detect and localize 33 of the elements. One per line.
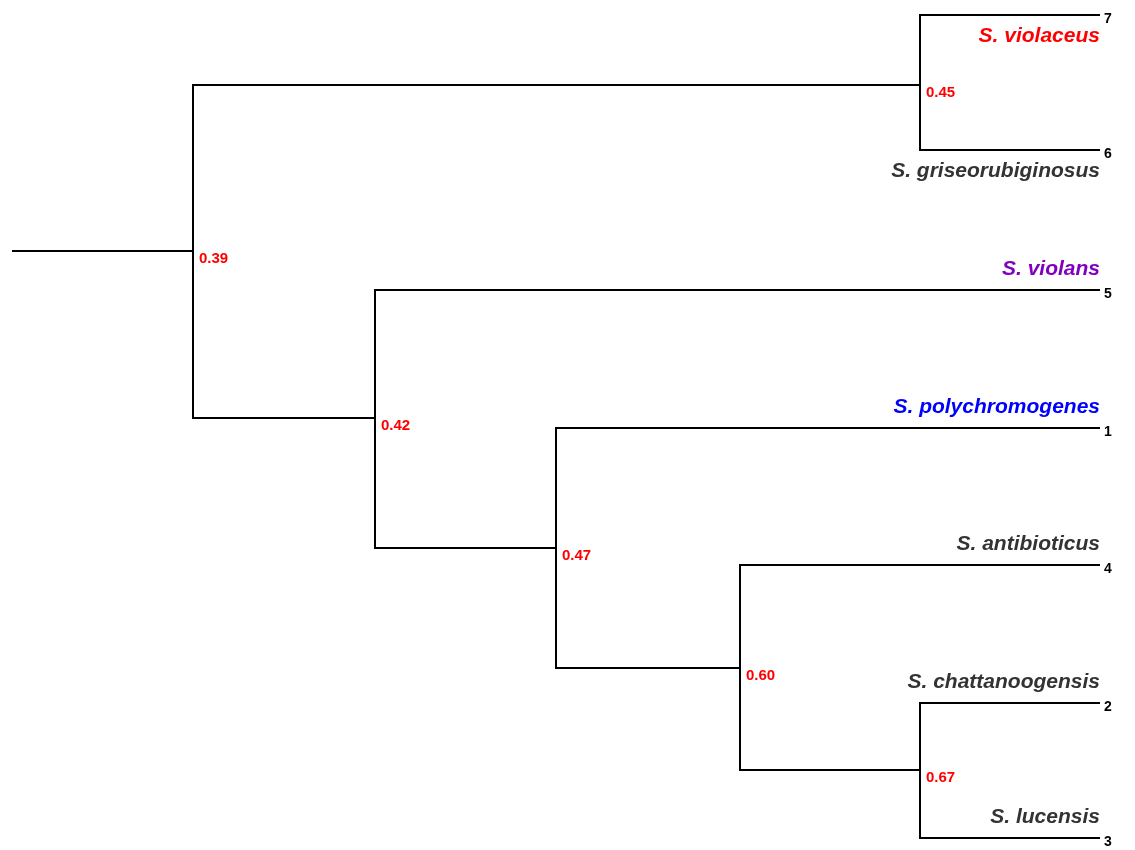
branch-value-label: 0.45: [920, 82, 956, 102]
species-name-label: S. polychromogenes: [893, 394, 1100, 418]
leaf-number-label: 2: [1104, 697, 1112, 715]
tree-branch: [919, 84, 1101, 151]
tree-branch: [11, 250, 194, 252]
tree-branch: [739, 564, 1101, 669]
tree-branch: [192, 84, 921, 252]
leaf-number-label: 7: [1104, 9, 1112, 27]
tree-branch: [555, 427, 1101, 549]
tree-branch: [919, 769, 1101, 839]
species-name-label: S. griseorubiginosus: [891, 158, 1100, 182]
branch-value-label: 0.60: [740, 665, 776, 685]
branch-value-label: 0.39: [193, 248, 229, 268]
species-name-label: S. lucensis: [990, 804, 1100, 828]
species-name-label: S. violaceus: [978, 23, 1100, 47]
species-name-label: S. violans: [1001, 256, 1100, 280]
tree-branch: [739, 667, 921, 771]
leaf-number-label: 3: [1104, 832, 1112, 850]
species-name-label: S. antibioticus: [956, 531, 1100, 555]
tree-branch: [374, 417, 557, 549]
tree-branch: [374, 289, 1101, 419]
leaf-number-label: 5: [1104, 284, 1112, 302]
tree-branch: [919, 702, 1101, 771]
tree-branch: [919, 14, 1101, 86]
tree-branch: [555, 547, 741, 669]
branch-value-label: 0.67: [920, 767, 956, 787]
branch-value-label: 0.47: [556, 545, 592, 565]
species-name-label: S. chattanoogensis: [907, 669, 1100, 693]
branch-value-label: 0.42: [375, 415, 411, 435]
leaf-number-label: 1: [1104, 422, 1112, 440]
tree-branch: [192, 250, 376, 419]
leaf-number-label: 6: [1104, 144, 1112, 162]
leaf-number-label: 4: [1104, 559, 1112, 577]
